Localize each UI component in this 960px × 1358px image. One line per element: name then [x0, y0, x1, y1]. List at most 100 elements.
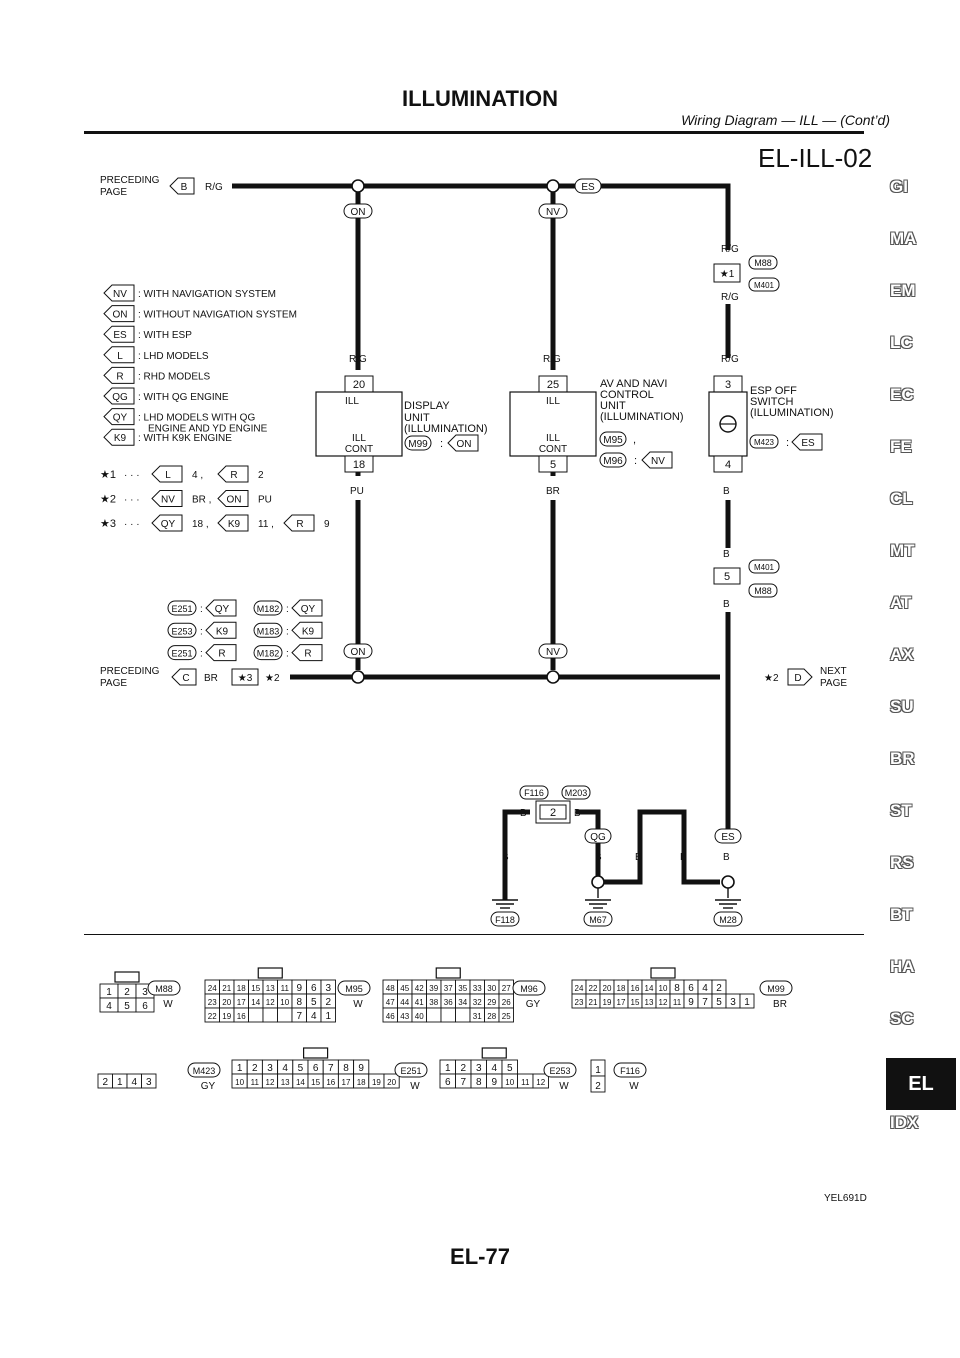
- connector-m88-pin: 5: [124, 1001, 130, 1012]
- star-flag-nv-text: NV: [161, 495, 175, 506]
- next-page-conn: D: [794, 673, 801, 684]
- esp-name: ESP OFF: [750, 385, 797, 397]
- section-tab-bt[interactable]: BT: [890, 905, 913, 924]
- connector-e251-pin: 19: [372, 1078, 381, 1087]
- conn-map-b: [205, 644, 237, 662]
- connector-f116-pin: 2: [595, 1081, 601, 1092]
- connector-m99-pin: 22: [589, 984, 598, 993]
- connector-e253-pin: 10: [505, 1078, 514, 1087]
- j2-wire-bot-label: B: [723, 599, 730, 610]
- section-tab-mt[interactable]: MT: [890, 541, 915, 560]
- section-tab-ha[interactable]: HA: [890, 957, 915, 976]
- connector-m96-pin: 37: [444, 984, 453, 993]
- connector-m96-cavity: [455, 1007, 471, 1023]
- connector-m88-pin: 4: [106, 1001, 112, 1012]
- m67-ground-wire: [576, 809, 601, 880]
- star-value: 18 ,: [192, 519, 209, 530]
- conn-map-b: [205, 621, 237, 639]
- esp-pin-top-text: 3: [725, 379, 731, 391]
- connector-m95-pin: 13: [266, 984, 275, 993]
- j2-pin-text: 5: [724, 571, 730, 583]
- section-tab-ma[interactable]: MA: [890, 229, 917, 248]
- header-rule: [84, 131, 864, 134]
- esp-colon: :: [786, 437, 789, 449]
- connector-f116-id: F116: [620, 1066, 640, 1076]
- connector-e253-color: W: [559, 1081, 569, 1092]
- section-tab-sc[interactable]: SC: [890, 1009, 914, 1028]
- display-opt-flag-text: ON: [457, 439, 472, 450]
- section-tab-em[interactable]: EM: [890, 281, 916, 300]
- display-pin-top-text: 20: [353, 379, 365, 391]
- legend-code-qy: [103, 408, 135, 426]
- conn-map-colon: :: [286, 626, 289, 637]
- top-es-tag-text: ES: [581, 182, 595, 193]
- av-nv-tag-top: [538, 203, 568, 219]
- section-tab-st[interactable]: ST: [890, 801, 912, 820]
- conn-map-colon: :: [286, 649, 289, 660]
- av-ill: ILL: [546, 396, 560, 407]
- legend-text-es: : WITH ESP: [138, 330, 192, 341]
- connector-m96-pin: 43: [400, 1012, 409, 1021]
- connector-m99-pin: 19: [603, 998, 612, 1007]
- connector-m423-id-tag: [187, 1062, 221, 1078]
- section-tab-idx[interactable]: IDX: [890, 1113, 919, 1132]
- esp-conn-text: M423: [754, 438, 775, 447]
- m28-loop-wire: [604, 809, 720, 885]
- legend-code-l: [103, 346, 135, 364]
- section-tab-lc[interactable]: LC: [890, 333, 913, 352]
- section-tab-gi[interactable]: GI: [890, 177, 908, 196]
- esp-pin-bot-text: 4: [725, 459, 731, 471]
- connector-m95-pin: 9: [296, 983, 302, 994]
- section-tab-ax[interactable]: AX: [890, 645, 914, 664]
- section-tab-br[interactable]: BR: [890, 749, 915, 768]
- section-tab-ec[interactable]: EC: [890, 385, 914, 404]
- j1-conn-a-text: M88: [754, 258, 772, 268]
- legend-code-on-text: ON: [113, 310, 128, 321]
- section-tab-el[interactable]: EL: [886, 1058, 956, 1110]
- section-tab-at[interactable]: AT: [890, 593, 912, 612]
- connector-m99-pin: 16: [631, 984, 640, 993]
- preceding-c-conn: C: [182, 673, 189, 684]
- display-opt-flag: [447, 434, 479, 452]
- star-value: 4 ,: [192, 470, 203, 481]
- conn-map-a-text: E251: [171, 649, 192, 659]
- connector-m423-pin: 2: [102, 1077, 108, 1088]
- preceding-c-label: PAGE: [100, 678, 127, 689]
- legend-code-es-text: ES: [113, 330, 127, 341]
- j1-star: ★1: [720, 269, 735, 280]
- connector-m88-id: M88: [155, 984, 173, 994]
- display-conn-text: M99: [408, 439, 428, 450]
- j2-conn-a: [748, 559, 780, 574]
- connector-m99-pin: 14: [645, 984, 654, 993]
- section-tab-fe[interactable]: FE: [890, 437, 912, 456]
- connector-m99-pin: 3: [730, 997, 736, 1008]
- section-tab-su[interactable]: SU: [890, 697, 914, 716]
- esp-conn-tag: [749, 434, 779, 449]
- connector-e251-color: W: [410, 1081, 420, 1092]
- connector-m96-pin: 26: [502, 998, 511, 1007]
- legend-text-on: : WITHOUT NAVIGATION SYSTEM: [138, 310, 297, 321]
- display-on-tag-bot: [343, 643, 373, 659]
- j1-box: [713, 263, 741, 283]
- section-index: GI MA EM LC EC FE CL MT AT AX SU BR ST RS BT HA SC EL IDX: [886, 174, 956, 1162]
- section-tab-cl[interactable]: CL: [890, 489, 913, 508]
- j1-conn-b: [748, 277, 780, 292]
- connector-e253-id-tag: [543, 1062, 577, 1078]
- connector-m96-cavity: [426, 1007, 442, 1023]
- wire-b-label: B: [595, 852, 602, 863]
- section-tab-rs[interactable]: RS: [890, 853, 914, 872]
- legend-code-k9-text: K9: [114, 433, 127, 444]
- display-name: UNIT: [404, 412, 430, 424]
- display-wire-bot-label: PU: [350, 486, 364, 497]
- conn-map-b: [205, 599, 237, 617]
- connector-m95-cavity: [262, 1007, 278, 1023]
- connector-e253-pin: 8: [476, 1077, 482, 1088]
- f118-ground-wire: [502, 809, 530, 890]
- display-pin-bot-text: 18: [353, 459, 365, 471]
- connector-m99-pin: 6: [688, 983, 694, 994]
- legend-code-es: [103, 325, 135, 343]
- conn-map-c: [253, 600, 283, 616]
- connector-m96-pin: 33: [473, 984, 482, 993]
- connector-m95-pin: 5: [311, 997, 317, 1008]
